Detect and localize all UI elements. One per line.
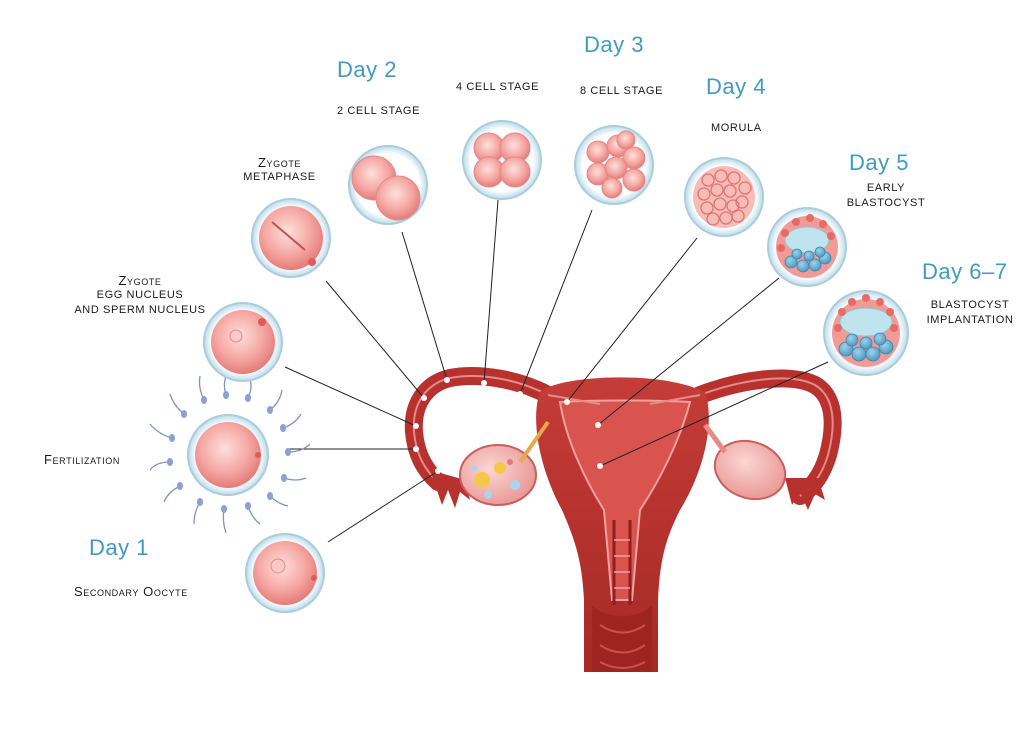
early-blastocyst-line-1: early [866, 182, 906, 194]
two-cell-embryo [348, 145, 428, 225]
zygote-label: Zygote egg nucleus and sperm nucleus [70, 273, 210, 318]
zygote-title: Zygote [118, 273, 162, 288]
early-blastocyst-line-2: blastocyst [846, 197, 926, 209]
fertilization-label: Fertilization [44, 452, 120, 467]
four-cell-embryo [462, 120, 542, 200]
uterine-cavity [558, 399, 692, 601]
four-cell-stage-label: 4 cell stage [456, 81, 540, 93]
day-5-label: Day 5 [849, 150, 909, 175]
day-6-7-label: Day 6–7 [922, 259, 1008, 284]
blastocyst-implantation-line-2: implantation [926, 314, 1014, 326]
sperm-heads [167, 391, 291, 513]
connector-lines [284, 199, 829, 543]
oocyte-cell [245, 533, 325, 613]
blastocyst-implantation-line-1: blastocyst [930, 299, 1010, 311]
morula-embryo [684, 157, 764, 237]
zygote-metaphase-cell [251, 198, 331, 278]
day-2-label: Day 2 [337, 57, 397, 82]
eight-cell-stage-label: 8 cell stage [580, 85, 664, 97]
morula-label: Morula [711, 122, 762, 134]
zygote-metaphase-title: Zygote [257, 155, 302, 170]
day-3-label: Day 3 [584, 32, 644, 57]
early-blastocyst-embryo [767, 207, 847, 287]
eight-cell-embryo [574, 125, 654, 205]
cervical-canal [612, 520, 632, 605]
zygote-subtitle-2: and sperm nucleus [74, 304, 206, 316]
zygote-metaphase-label: Zygote metaphase [232, 155, 327, 185]
secondary-oocyte-label: Secondary Oocyte [74, 584, 188, 599]
zygote-subtitle-1: egg nucleus [96, 289, 184, 301]
blastocyst-implantation-label: blastocyst implantation [926, 298, 1014, 328]
day-4-label: Day 4 [706, 74, 766, 99]
day-1-label: Day 1 [89, 535, 149, 560]
vaginal-canal [592, 605, 652, 672]
uterus-illustration [404, 367, 842, 672]
left-ovary [459, 420, 550, 506]
right-fimbriae [785, 478, 825, 510]
implanting-blastocyst-embryo [823, 290, 909, 376]
right-ovary [702, 423, 787, 501]
early-blastocyst-label: early blastocyst [846, 181, 926, 211]
ovarian-ligament-left [518, 420, 550, 464]
zygote-cell [203, 302, 283, 382]
fertilization-cell [149, 370, 311, 534]
zygote-metaphase-subtitle: metaphase [243, 171, 316, 183]
connector-endpoints [413, 377, 603, 474]
two-cell-stage-label: 2 cell stage [337, 105, 421, 117]
